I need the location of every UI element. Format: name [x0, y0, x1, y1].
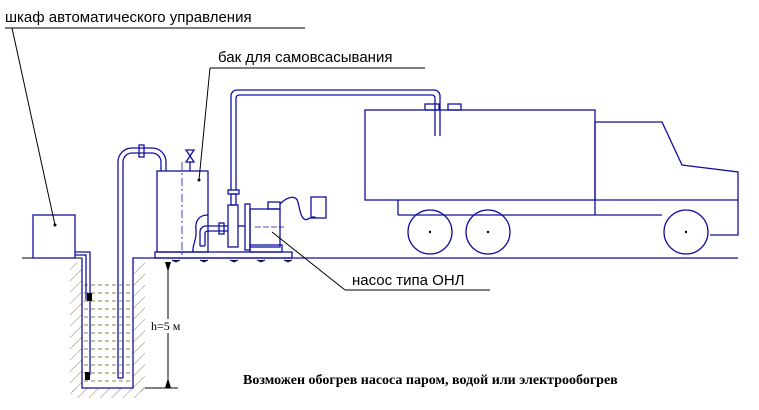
valve-icon [184, 149, 196, 163]
tanker-truck [364, 103, 739, 255]
well-pit [81, 257, 146, 389]
control-cabinet [32, 214, 92, 380]
label-height: h=5 м [151, 319, 181, 333]
label-control-cabinet: шкаф автоматического управления [5, 9, 252, 26]
heating-note: Возможен обогрев насоса паром, водой или… [243, 373, 618, 388]
leader-lines [5, 27, 490, 291]
suction-pipe [117, 144, 167, 379]
pump-onl [227, 196, 327, 253]
discharge-pipe [227, 89, 441, 206]
label-pump: насос типа ОНЛ [352, 272, 465, 289]
label-priming-tank: бак для самовсасывания [218, 49, 392, 66]
priming-tank [156, 149, 228, 258]
height-dimension [145, 262, 188, 389]
base-plate [154, 251, 293, 263]
